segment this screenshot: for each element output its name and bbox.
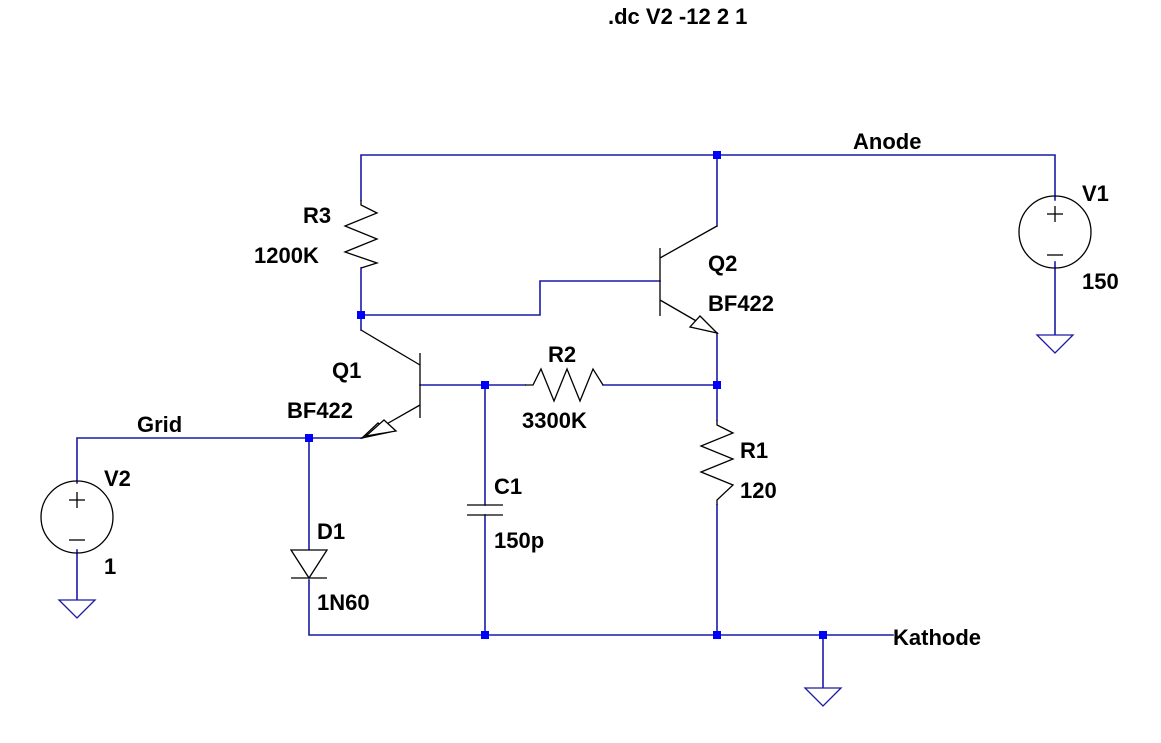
- resistor-r2[interactable]: [525, 367, 604, 403]
- wires: [76, 154, 1056, 689]
- q2-base-wire[interactable]: [360, 280, 661, 316]
- resistor-r1[interactable]: [699, 420, 735, 505]
- junction-dot: [713, 631, 721, 639]
- junctions: [305, 151, 827, 639]
- v2-value-label: 1: [104, 554, 116, 579]
- d1-name-label: D1: [317, 519, 345, 544]
- resistor-r3[interactable]: [343, 200, 380, 269]
- net-label-anode[interactable]: Anode: [853, 129, 921, 154]
- q1-name-label: Q1: [332, 358, 361, 383]
- v1-name-label: V1: [1082, 181, 1109, 206]
- voltage-source-v1[interactable]: [1018, 195, 1092, 269]
- v1-value-label: 150: [1082, 269, 1119, 294]
- ground-kathode: [803, 687, 843, 707]
- capacitor-c1[interactable]: [467, 504, 503, 516]
- junction-dot: [481, 631, 489, 639]
- q1-value-label: BF422: [287, 398, 353, 423]
- net-label-grid[interactable]: Grid: [137, 412, 182, 437]
- c1-value-label: 150p: [494, 528, 544, 553]
- junction-dot: [481, 381, 489, 389]
- grid-wire[interactable]: [76, 437, 363, 484]
- kathode-wire[interactable]: [308, 579, 894, 636]
- q2-value-label: BF422: [708, 291, 774, 316]
- ground-v1: [1035, 334, 1075, 354]
- junction-dot: [713, 151, 721, 159]
- r2-value-label: 3300K: [522, 408, 587, 433]
- ground-v2: [57, 599, 97, 619]
- junction-dot: [305, 434, 313, 442]
- d1-value-label: 1N60: [317, 590, 370, 615]
- c1-name-label: C1: [494, 474, 522, 499]
- simulation-directive[interactable]: .dc V2 -12 2 1: [608, 4, 747, 29]
- junction-dot: [713, 381, 721, 389]
- net-label-kathode[interactable]: Kathode: [893, 625, 981, 650]
- diode-d1[interactable]: [289, 549, 329, 580]
- v2-name-label: V2: [104, 466, 131, 491]
- junction-dot: [819, 631, 827, 639]
- transistor-q1[interactable]: [359, 329, 421, 440]
- anode-wire[interactable]: [360, 154, 1056, 201]
- r1-name-label: R1: [740, 438, 768, 463]
- junction-dot: [357, 311, 365, 319]
- r3-name-label: R3: [303, 203, 331, 228]
- transistor-q2[interactable]: [659, 225, 720, 335]
- voltage-source-v2[interactable]: [40, 480, 114, 554]
- r2-name-label: R2: [548, 342, 576, 367]
- r3-value-label: 1200K: [254, 243, 319, 268]
- q2-name-label: Q2: [708, 251, 737, 276]
- r1-value-label: 120: [740, 478, 777, 503]
